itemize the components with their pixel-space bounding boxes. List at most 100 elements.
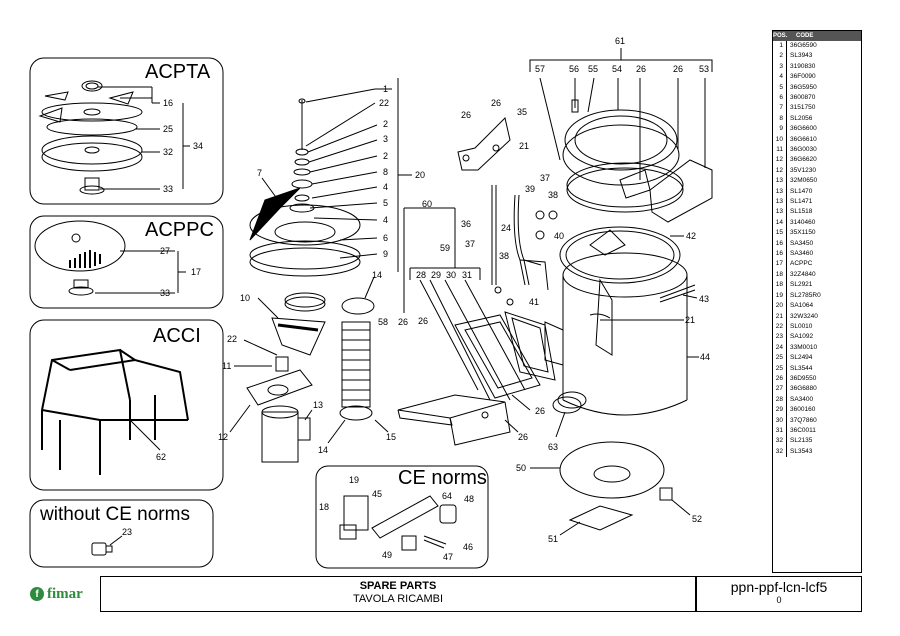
without-ce-title: without CE norms xyxy=(39,504,190,525)
callout-1: 1 xyxy=(383,84,388,94)
callout-9: 9 xyxy=(383,249,388,259)
callout-14a: 14 xyxy=(372,270,382,280)
callout-14b: 14 xyxy=(318,445,328,455)
callout-4b: 4 xyxy=(383,215,388,225)
part-code: 36G5950 xyxy=(790,83,817,91)
part-code: SL3943 xyxy=(790,52,813,60)
part-code: SA3400 xyxy=(790,395,814,403)
bracket-59 xyxy=(409,267,481,280)
callout-27: 27 xyxy=(160,246,170,256)
acppc-box xyxy=(29,215,224,309)
part-position: 6 xyxy=(773,93,787,104)
part-position: 25 xyxy=(773,353,787,364)
acpta-parts xyxy=(38,80,143,195)
callout-16: 16 xyxy=(163,98,173,108)
part-code: SL3544 xyxy=(790,364,813,372)
ce-parts xyxy=(339,495,457,551)
part-position: 13 xyxy=(773,176,787,187)
footer-model: ppn-ppf-lcn-lcf5 xyxy=(730,579,828,595)
part-code: SL2056 xyxy=(790,114,813,122)
callout-33a: 33 xyxy=(163,184,173,194)
callout-47: 47 xyxy=(443,552,453,562)
part-position: 1 xyxy=(773,41,787,52)
part-code: 3190830 xyxy=(790,62,816,70)
ce-norms-title: CE norms xyxy=(398,467,487,489)
callout-8: 8 xyxy=(383,167,388,177)
part-position: 18 xyxy=(773,269,787,281)
callout-43: 43 xyxy=(699,294,709,304)
callout-5: 5 xyxy=(383,198,388,208)
callout-63: 63 xyxy=(548,442,558,452)
part-code: 3151750 xyxy=(790,104,816,112)
part-position: 9 xyxy=(773,124,787,135)
part-code: SA1092 xyxy=(790,333,814,341)
part-code: 36G6590 xyxy=(790,41,817,49)
callout-12: 12 xyxy=(218,432,228,442)
footer-revision: 0 xyxy=(776,595,782,605)
part-position: 12 xyxy=(773,155,787,166)
callout-2a: 2 xyxy=(383,119,388,129)
callout-26f: 26 xyxy=(518,432,528,442)
callout-58: 58 xyxy=(378,317,388,327)
part-position: 16 xyxy=(773,249,787,260)
callout-37b: 37 xyxy=(465,239,475,249)
part-code: 36G6620 xyxy=(790,156,817,164)
lower-center-parts xyxy=(246,297,375,463)
part-position: 22 xyxy=(773,321,787,333)
callout-24: 24 xyxy=(501,223,511,233)
part-position: 15 xyxy=(773,228,787,239)
part-position: 32 xyxy=(773,446,787,458)
center-stack xyxy=(249,98,361,312)
part-position: 32 xyxy=(773,436,787,447)
header-code: CODE xyxy=(796,33,814,39)
part-code: SL1471 xyxy=(790,198,813,206)
part-code: 36C0011 xyxy=(790,426,816,434)
part-code: 32W3240 xyxy=(790,312,818,320)
part-code: 3600160 xyxy=(790,406,816,414)
bracket-60 xyxy=(403,207,456,313)
part-code: 3600870 xyxy=(790,93,816,101)
callout-57: 57 xyxy=(535,64,545,74)
part-position: 24 xyxy=(773,342,787,354)
callout-28: 28 xyxy=(416,270,426,280)
callout-56: 56 xyxy=(569,64,579,74)
fimar-logo-text: fimar xyxy=(47,585,83,602)
part-position: 17 xyxy=(773,259,787,270)
callout-7: 7 xyxy=(257,168,262,178)
part-code: SL2494 xyxy=(790,354,813,362)
callout-31: 31 xyxy=(462,270,472,280)
callout-15: 15 xyxy=(386,432,396,442)
fimar-logo: f fimar xyxy=(30,579,100,609)
leader-62 xyxy=(129,419,161,451)
part-code: SA3460 xyxy=(790,250,814,258)
callout-26e: 26 xyxy=(535,406,545,416)
callout-32: 32 xyxy=(163,147,173,157)
callout-45: 45 xyxy=(372,489,382,499)
part-code: 35V1230 xyxy=(790,166,817,174)
part-position: 28 xyxy=(773,394,787,406)
